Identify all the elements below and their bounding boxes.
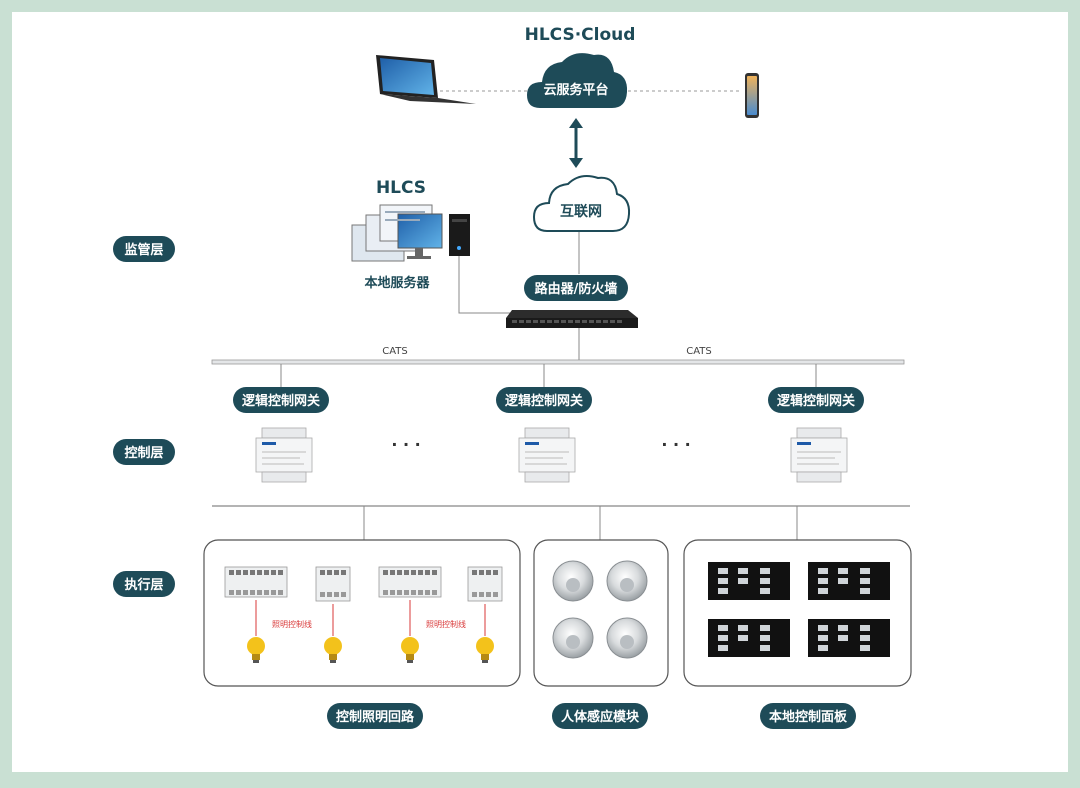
lighting-group-box (203, 539, 521, 687)
bus-label-left: CATS (382, 346, 408, 357)
panel-group-box (683, 539, 912, 687)
group-panel-badge: 本地控制面板 (760, 703, 856, 729)
gateway-device-icon (790, 427, 848, 483)
cloud-platform-node: 云服务平台 (527, 53, 628, 108)
layer-execution-badge: 执行层 (113, 571, 175, 597)
light-bulb-icon (324, 637, 342, 663)
sensor-group-box (533, 539, 669, 687)
group-lighting-label: 控制照明回路 (336, 709, 415, 725)
cloud-platform-label: 云服务平台 (543, 82, 608, 98)
wire-label-2: 照明控制线 (426, 619, 466, 629)
local-server-label: 本地服务器 (364, 275, 430, 291)
ellipsis-left: · · · (391, 435, 420, 454)
gateway-3: 逻辑控制网关 (768, 387, 864, 483)
ellipsis-right: · · · (661, 435, 690, 454)
gateway-label-1: 逻辑控制网关 (242, 393, 320, 409)
wire-label-1: 照明控制线 (272, 619, 312, 629)
motion-sensor-icon (552, 617, 594, 659)
phone-icon (745, 73, 759, 118)
monitor-group-icon (351, 204, 443, 262)
layer-supervision-label: 监管层 (124, 242, 163, 258)
gateway-label-3: 逻辑控制网关 (777, 393, 855, 409)
cloud-title: HLCS·Cloud (525, 25, 636, 45)
group-sensor-label: 人体感应模块 (561, 709, 640, 725)
relay-module-large-icon (378, 566, 442, 598)
hlcs-title: HLCS (376, 178, 426, 198)
relay-module-small-icon (315, 566, 351, 602)
light-bulb-icon (247, 637, 265, 663)
light-bulb-icon (476, 637, 494, 663)
network-switch-icon (506, 310, 638, 328)
motion-sensor-icon (552, 560, 594, 602)
router-label: 路由器/防火墙 (535, 281, 618, 297)
gateway-label-2: 逻辑控制网关 (505, 393, 583, 409)
light-bulb-icon (401, 637, 419, 663)
server-switch-link (458, 256, 510, 314)
gateway-2: 逻辑控制网关 (496, 387, 592, 483)
layer-supervision-badge: 监管层 (113, 236, 175, 262)
group-lighting-badge: 控制照明回路 (327, 703, 423, 729)
relay-module-large-icon (224, 566, 288, 598)
router-pill: 路由器/防火墙 (524, 275, 628, 301)
control-panel-icon (808, 619, 890, 657)
double-arrow-icon (569, 118, 583, 168)
relay-module-small-icon (467, 566, 503, 602)
gateway-device-icon (518, 427, 576, 483)
control-panel-icon (708, 562, 790, 600)
control-panel-icon (808, 562, 890, 600)
laptop-icon (376, 55, 476, 104)
layer-control-badge: 控制层 (113, 439, 175, 465)
layer-execution-label: 执行层 (124, 577, 163, 593)
server-tower-icon (449, 214, 470, 256)
bus-label-right: CATS (686, 346, 712, 357)
layer-control-label: 控制层 (124, 445, 163, 461)
motion-sensor-icon (606, 617, 648, 659)
internet-label: 互联网 (560, 204, 602, 220)
gateway-1: 逻辑控制网关 (233, 387, 329, 483)
gateway-device-icon (255, 427, 313, 483)
group-sensor-badge: 人体感应模块 (552, 703, 648, 729)
control-panel-icon (708, 619, 790, 657)
internet-node: 互联网 (532, 175, 631, 232)
group-panel-label: 本地控制面板 (769, 709, 848, 725)
motion-sensor-icon (606, 560, 648, 602)
cats-bus (211, 359, 905, 365)
